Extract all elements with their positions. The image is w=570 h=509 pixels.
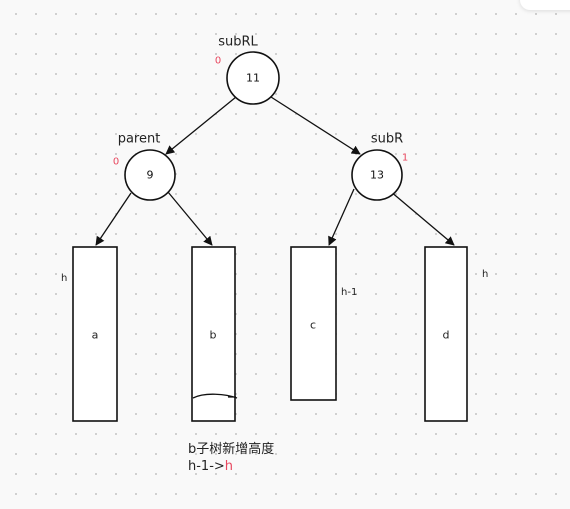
node-subRL-balance-factor: 0 <box>214 55 222 67</box>
subtree-b-growth-mark <box>192 393 238 399</box>
subtree-b-box <box>191 246 236 422</box>
node-subRL-name: subRL <box>218 34 258 50</box>
note-line-2: h-1->h <box>188 459 233 474</box>
subtree-d-label: d <box>442 328 450 342</box>
subtree-a-box <box>72 246 118 422</box>
note-line-1: b子树新增高度 <box>188 442 275 457</box>
edge-subRL-parent <box>165 96 237 155</box>
subtree-c-height: h-1 <box>341 287 358 298</box>
edge-subR-d <box>389 190 455 246</box>
node-subR-value: 13 <box>370 168 384 182</box>
subtree-c-label: c <box>309 318 317 332</box>
node-parent-name: parent <box>117 131 161 147</box>
subtree-d-height: h <box>482 269 489 280</box>
edge-parent-b <box>167 191 213 246</box>
subtree-b-label: b <box>209 328 217 342</box>
node-subR-name: subR <box>370 131 404 147</box>
node-parent <box>124 149 176 201</box>
edge-parent-a <box>95 192 132 246</box>
subtree-a-height: h <box>61 273 68 284</box>
edge-subR-c <box>328 188 355 246</box>
edge-subRL-subR <box>270 96 361 155</box>
corner-panel <box>520 0 570 10</box>
node-parent-balance-factor: 0 <box>112 156 120 168</box>
subtree-c-box <box>290 246 337 401</box>
node-subR-balance-factor: 1 <box>401 152 409 164</box>
subtree-a-label: a <box>91 328 99 342</box>
note-line-2-highlight: h <box>224 459 234 474</box>
node-subRL <box>226 51 280 105</box>
subtree-d-box <box>424 246 468 422</box>
note-line-2-prefix: h-1-> <box>188 459 225 474</box>
node-parent-value: 9 <box>146 168 154 182</box>
node-subRL-value: 11 <box>246 71 260 85</box>
node-subR <box>351 149 403 201</box>
